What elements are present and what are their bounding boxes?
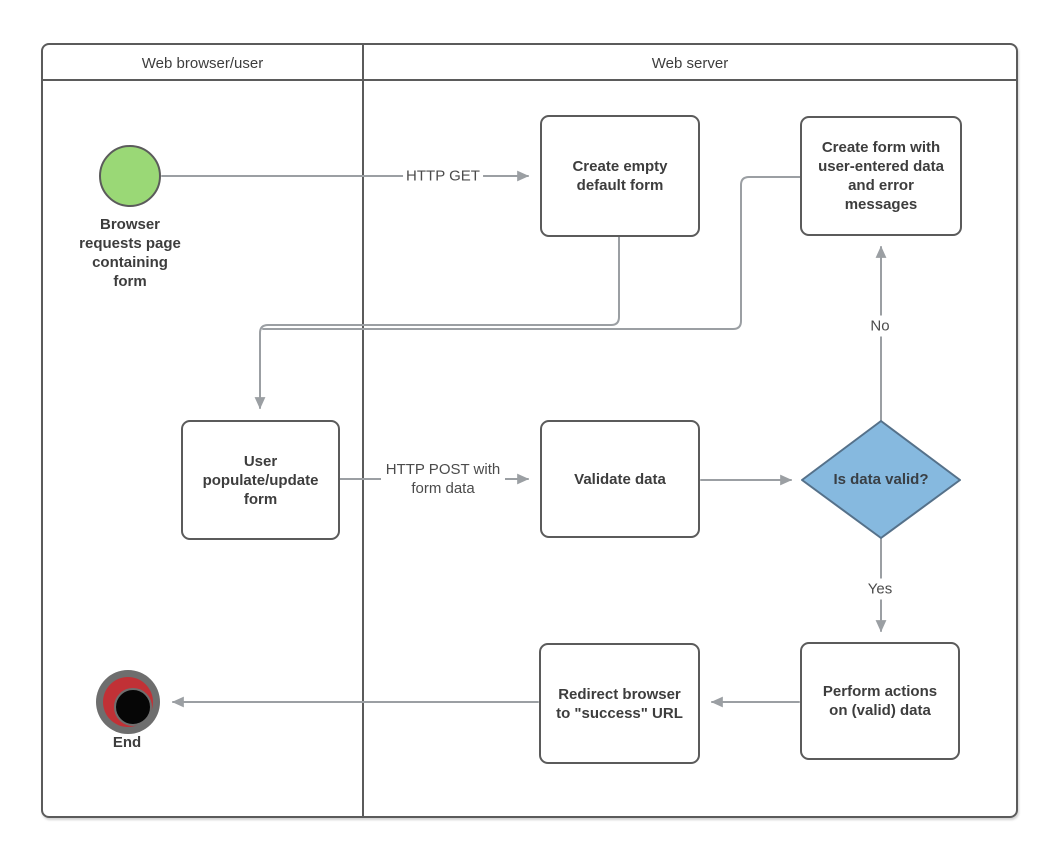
lane-title-web-server: Web server bbox=[651, 54, 729, 72]
process-validate-data: Validate data bbox=[540, 420, 700, 538]
edge-label-no: No bbox=[867, 315, 893, 337]
swimlane-frame: Web browser/user Web server bbox=[41, 43, 1018, 818]
process-perform-actions: Perform actions on (valid) data bbox=[800, 642, 960, 760]
swimlane-header-row bbox=[43, 45, 1016, 81]
edge-label-http-get: HTTP GET bbox=[403, 165, 483, 187]
process-create-form-with-errors: Create form with user-entered data and e… bbox=[800, 116, 962, 236]
end-node-core bbox=[114, 688, 152, 726]
edge-label-http-post: HTTP POST with form data bbox=[381, 459, 505, 499]
lane-title-web-browser-user: Web browser/user bbox=[141, 54, 264, 72]
process-redirect-browser: Redirect browser to "success" URL bbox=[539, 643, 700, 764]
swimlane-divider bbox=[362, 45, 364, 816]
end-node-ring bbox=[103, 677, 153, 727]
end-node bbox=[96, 670, 160, 734]
process-create-empty-default-form: Create empty default form bbox=[540, 115, 700, 237]
start-node bbox=[99, 145, 161, 207]
start-node-label: Browser requests page containing form bbox=[79, 216, 181, 290]
edge-label-yes: Yes bbox=[864, 578, 896, 600]
process-user-populate-update-form: User populate/update form bbox=[181, 420, 340, 540]
end-node-label: End bbox=[112, 734, 142, 751]
decision-is-data-valid: Is data valid? bbox=[833, 471, 929, 488]
